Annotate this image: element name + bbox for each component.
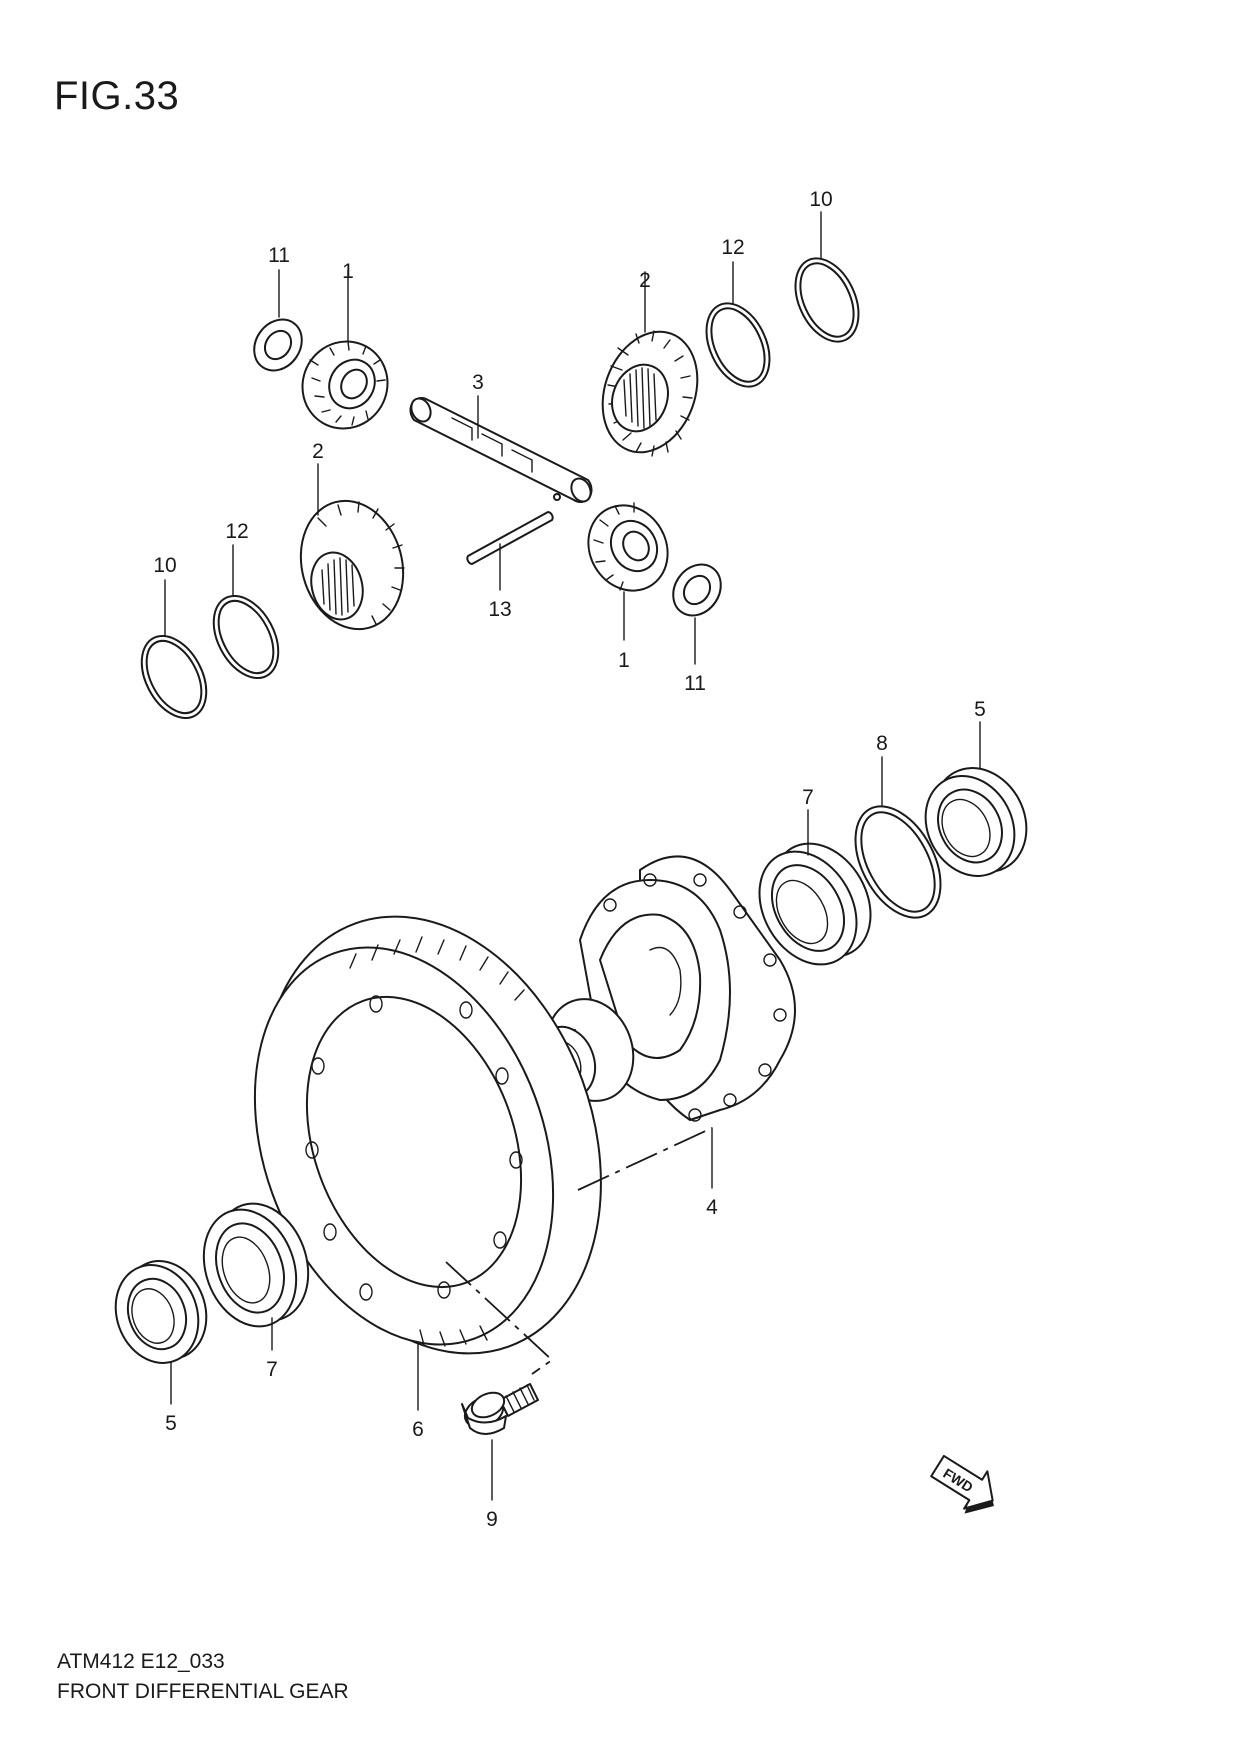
thrust-washer-upper (253, 318, 303, 372)
ring-gear-bolt (461, 1383, 539, 1435)
callout-side-gear-2-upper: 2 (639, 269, 651, 292)
centre-line-bolt (445, 1261, 554, 1375)
pinion-gear-lower (587, 502, 669, 592)
callout-bearing-7-left: 7 (266, 1358, 278, 1381)
footer-name: FRONT DIFFERENTIAL GEAR (57, 1680, 349, 1703)
callout-pinion-1-lower: 1 (618, 649, 630, 672)
callout-shim-10-lower: 10 (153, 554, 176, 577)
lock-pin (466, 511, 554, 565)
footer-code: ATM412 E12_033 (57, 1650, 225, 1673)
callout-shim-12-upper: 12 (721, 236, 744, 259)
side-gear-shim-upper (705, 302, 771, 388)
callout-shim-10-upper: 10 (809, 188, 832, 211)
callout-seal-5-left: 5 (165, 1412, 177, 1435)
adjusting-shim-lower (140, 634, 208, 720)
fwd-arrow-icon: FWD (930, 1454, 994, 1514)
oil-seal-right (924, 767, 1028, 877)
figure-title: FIG.33 (54, 74, 180, 118)
centre-line-case (577, 1127, 713, 1191)
callout-pinion-1-upper: 1 (342, 260, 354, 283)
adjusting-shim-upper (794, 257, 860, 343)
callout-seal-5-right: 5 (974, 698, 986, 721)
callout-side-gear-2-lower: 2 (312, 440, 324, 463)
case-shim (854, 805, 942, 919)
callout-shim-8: 8 (876, 732, 888, 755)
side-gear-shim-lower (212, 594, 280, 680)
callout-bearing-7-right: 7 (802, 786, 814, 809)
callout-shim-12-lower: 12 (225, 520, 248, 543)
final-ring-gear (253, 915, 602, 1355)
callout-bolt-9: 9 (486, 1508, 498, 1531)
taper-bearing-left (202, 1202, 310, 1328)
side-gear-upper (601, 330, 699, 457)
taper-bearing-right (758, 842, 872, 966)
callout-washer-11-upper: 11 (268, 244, 290, 267)
callout-ring-gear-6: 6 (412, 1418, 424, 1441)
callout-case-4: 4 (706, 1196, 718, 1219)
callout-pin-13: 13 (488, 598, 511, 621)
thrust-washer-lower (672, 563, 722, 617)
side-gear-lower (299, 499, 405, 631)
oil-seal-left (114, 1260, 208, 1364)
pinion-shaft (409, 397, 593, 503)
callout-shaft-3: 3 (472, 371, 484, 394)
callout-washer-11-lower: 11 (684, 672, 706, 695)
pinion-gear-upper (301, 340, 389, 430)
